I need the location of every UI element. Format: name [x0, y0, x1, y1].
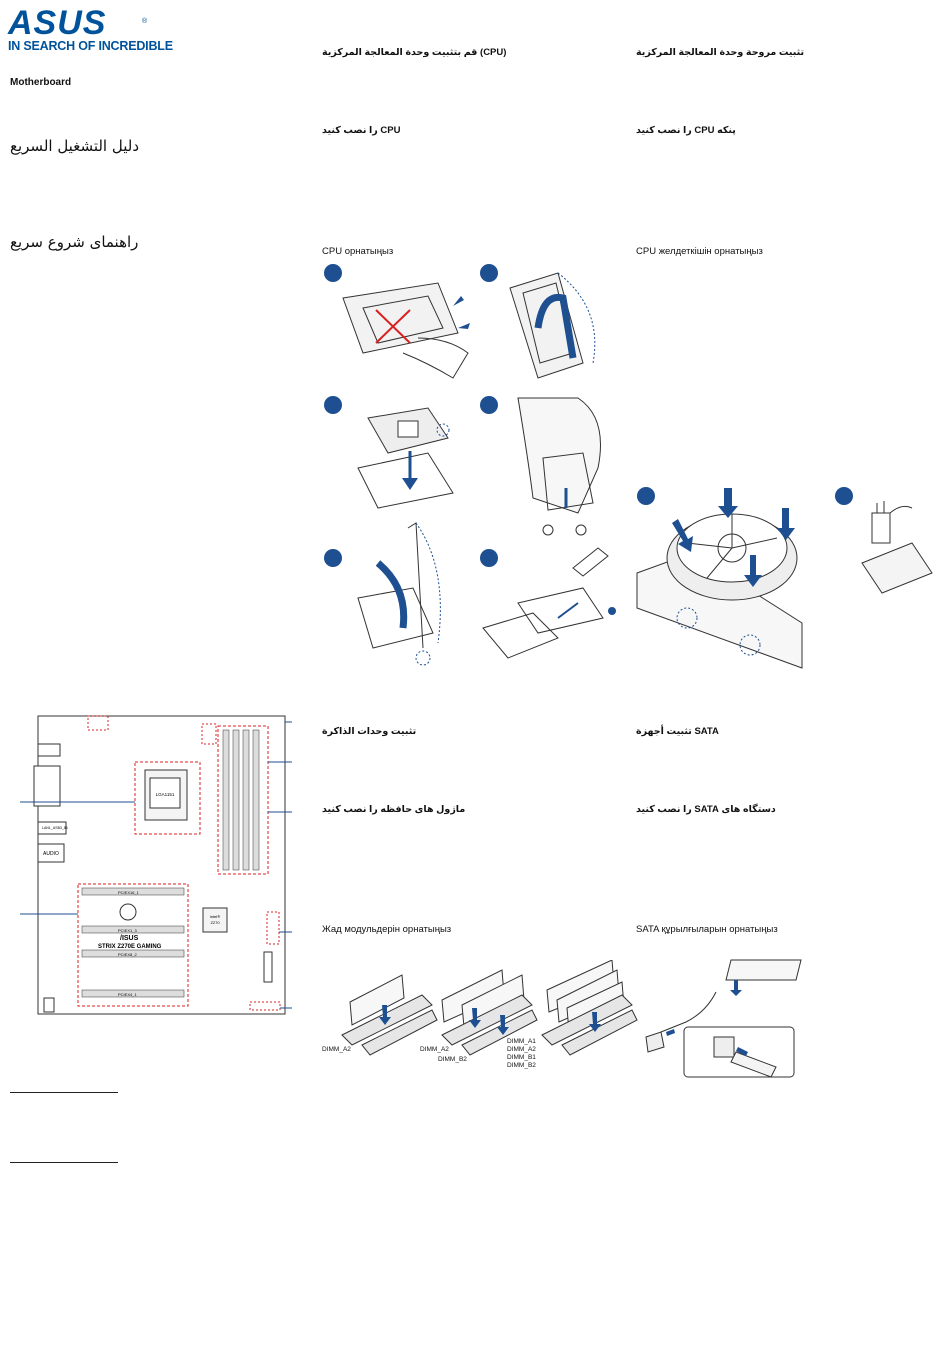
- header-sata-persian: دستگاه های SATA را نصب کنید: [636, 804, 776, 815]
- dimm-label-two-b2: DIMM_B2: [438, 1056, 467, 1063]
- dimm-label-two-a2: DIMM_A2: [420, 1046, 449, 1053]
- product-label: Motherboard: [10, 77, 72, 88]
- header-fan-kazakh: CPU желдеткішін орнатыңыз: [636, 246, 763, 257]
- guide-title-arabic: دليل التشغيل السريع: [10, 137, 139, 155]
- header-cpu-persian: CPU را نصب کنید: [322, 125, 401, 136]
- cpu-fan-diagram: [632, 483, 942, 673]
- dimm-label-four-b1: DIMM_B1: [507, 1054, 536, 1061]
- footnote-rule-2: [10, 1162, 118, 1163]
- step-2-marker: [480, 264, 498, 282]
- slot-pcie16-1: PCIEX16_1: [118, 890, 140, 895]
- step-5-marker: [324, 549, 342, 567]
- slot-pcie1-3: PCIEX1_3: [118, 928, 137, 933]
- header-fan-persian: پنکه CPU را نصب کنید: [636, 125, 736, 136]
- dimm-label-four-a1: DIMM_A1: [507, 1038, 536, 1045]
- header-cpu-kazakh: CPU орнатыңыз: [322, 246, 394, 257]
- cpu-install-diagram: [318, 258, 618, 668]
- step-1-marker: [324, 264, 342, 282]
- lan-label: LAN1_USB3_56: [42, 826, 68, 830]
- slot-pcie8-2: PCIEX8_2: [118, 952, 137, 957]
- step-4-marker: [480, 396, 498, 414]
- dimm-install-diagram: DIMM_A2 DIMM_A2 DIMM_B2 DIMM_A1 DIMM_A2 …: [322, 959, 642, 1072]
- header-sata-arabic: SATA تثبيت أجهزة: [636, 726, 719, 737]
- chipset-label: Intel®: [210, 914, 221, 919]
- header-memory-persian: ماژول های حافظه را نصب کنید: [322, 804, 466, 815]
- asus-logo: ASUS IN SEARCH OF INCREDIBLE ®: [8, 4, 173, 54]
- header-sata-kazakh: SATA құрылғыларын орнатыңыз: [636, 924, 778, 935]
- socket-label: LGA1151: [156, 792, 175, 797]
- dimm-label-four-a2: DIMM_A2: [507, 1046, 536, 1053]
- step-3-marker: [324, 396, 342, 414]
- logo-brand: ASUS: [8, 4, 107, 42]
- guide-title-persian: راهنمای شروع سریع: [10, 233, 139, 251]
- registered-mark: ®: [142, 18, 148, 25]
- svg-text:Z270: Z270: [210, 920, 220, 925]
- board-model: STRIX Z270E GAMING: [98, 944, 162, 950]
- header-cpu-arabic: (CPU) قم بتثبيت وحدة المعالجة المركزية: [322, 47, 507, 58]
- dimm-label-single: DIMM_A2: [322, 1046, 351, 1053]
- dimm-label-four-b2: DIMM_B2: [507, 1062, 536, 1069]
- slot-pcie4-1: PCIEX4_1: [118, 992, 137, 997]
- header-memory-kazakh: Жад модульдерін орнатыңыз: [322, 924, 452, 935]
- logo-tagline: IN SEARCH OF INCREDIBLE: [8, 39, 173, 53]
- header-memory-arabic: تثبيت وحدات الذاكرة: [322, 726, 417, 737]
- motherboard-layout: LGA1151 LAN1_USB3_56 AUDIO PCIEX16_1 PCI…: [20, 712, 292, 1018]
- step-6-marker: [480, 549, 498, 567]
- board-brand: /ISUS: [120, 935, 139, 942]
- sata-install-diagram: [636, 952, 806, 1080]
- footnote-rule-1: [10, 1092, 118, 1093]
- audio-label: AUDIO: [43, 851, 59, 857]
- header-fan-arabic: تثبيت مروحة وحدة المعالجة المركزية: [636, 47, 805, 58]
